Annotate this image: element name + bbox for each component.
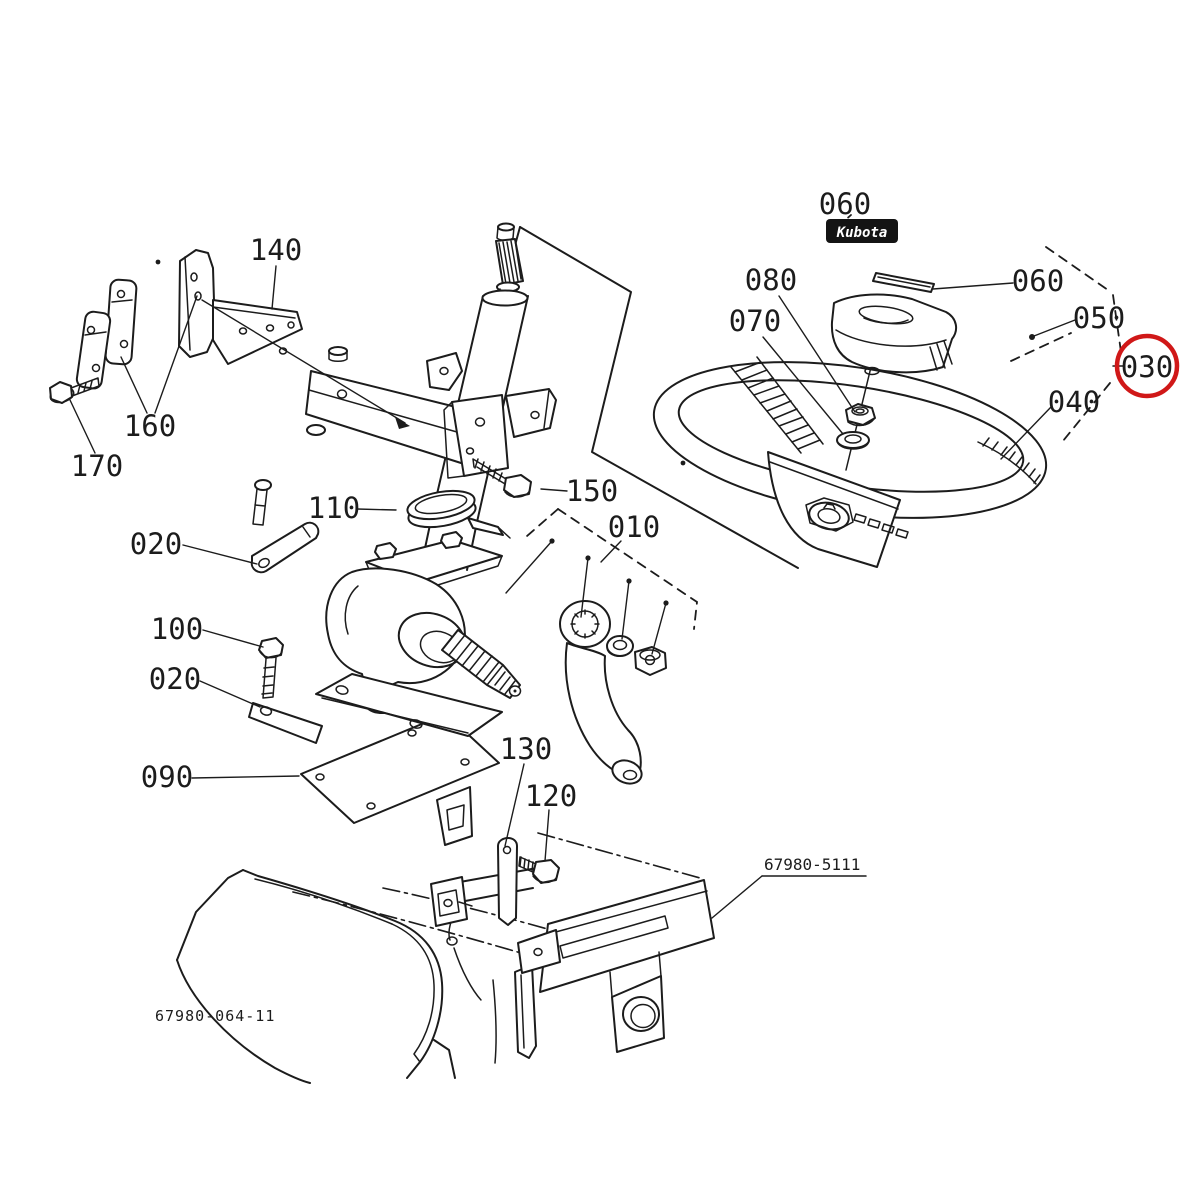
brand-badge-bg — [826, 219, 898, 243]
callout-030: 030 — [1121, 350, 1173, 384]
callout-160: 160 — [124, 409, 176, 443]
group-brackets — [526, 214, 1125, 630]
callout-100: 100 — [151, 612, 203, 646]
frame-and-fender — [176, 832, 715, 1084]
callout-070: 070 — [729, 304, 781, 338]
callout-040: 040 — [1048, 385, 1100, 419]
pitman-arm-group — [559, 600, 667, 785]
callout-120: 120 — [525, 779, 577, 813]
brand-badge-label: Kubota — [836, 225, 888, 241]
callout-labels: 060 080 070 060 050 030 040 140 160 170 … — [71, 187, 1173, 813]
callout-020-upper: 020 — [130, 527, 182, 561]
mount-plate — [300, 713, 500, 846]
callout-080: 080 — [745, 263, 797, 297]
stay-straps — [248, 479, 323, 744]
steering-gearbox — [315, 531, 522, 737]
link-strip-and-bolt — [497, 837, 560, 926]
support-brackets — [49, 249, 303, 404]
horn-cap-group — [830, 272, 958, 471]
leader-lines — [69, 259, 1076, 919]
callout-050: 050 — [1073, 301, 1125, 335]
callout-130: 130 — [500, 732, 552, 766]
brand-badge: Kubota — [826, 219, 898, 243]
callout-010: 010 — [608, 510, 660, 544]
assembly-code: 67980-5111 — [764, 855, 860, 874]
callout-140: 140 — [250, 233, 302, 267]
drawing-code: 67980-064-11 — [155, 1007, 275, 1025]
callout-060-top: 060 — [819, 187, 871, 221]
callout-170: 170 — [71, 449, 123, 483]
callout-110: 110 — [308, 491, 360, 525]
highlight-circle-030 — [1114, 333, 1180, 399]
steering-column — [305, 222, 557, 571]
callout-090: 090 — [141, 760, 193, 794]
callout-150: 150 — [566, 474, 618, 508]
callout-060-plate: 060 — [1012, 264, 1064, 298]
callout-020-lower: 020 — [149, 662, 201, 696]
